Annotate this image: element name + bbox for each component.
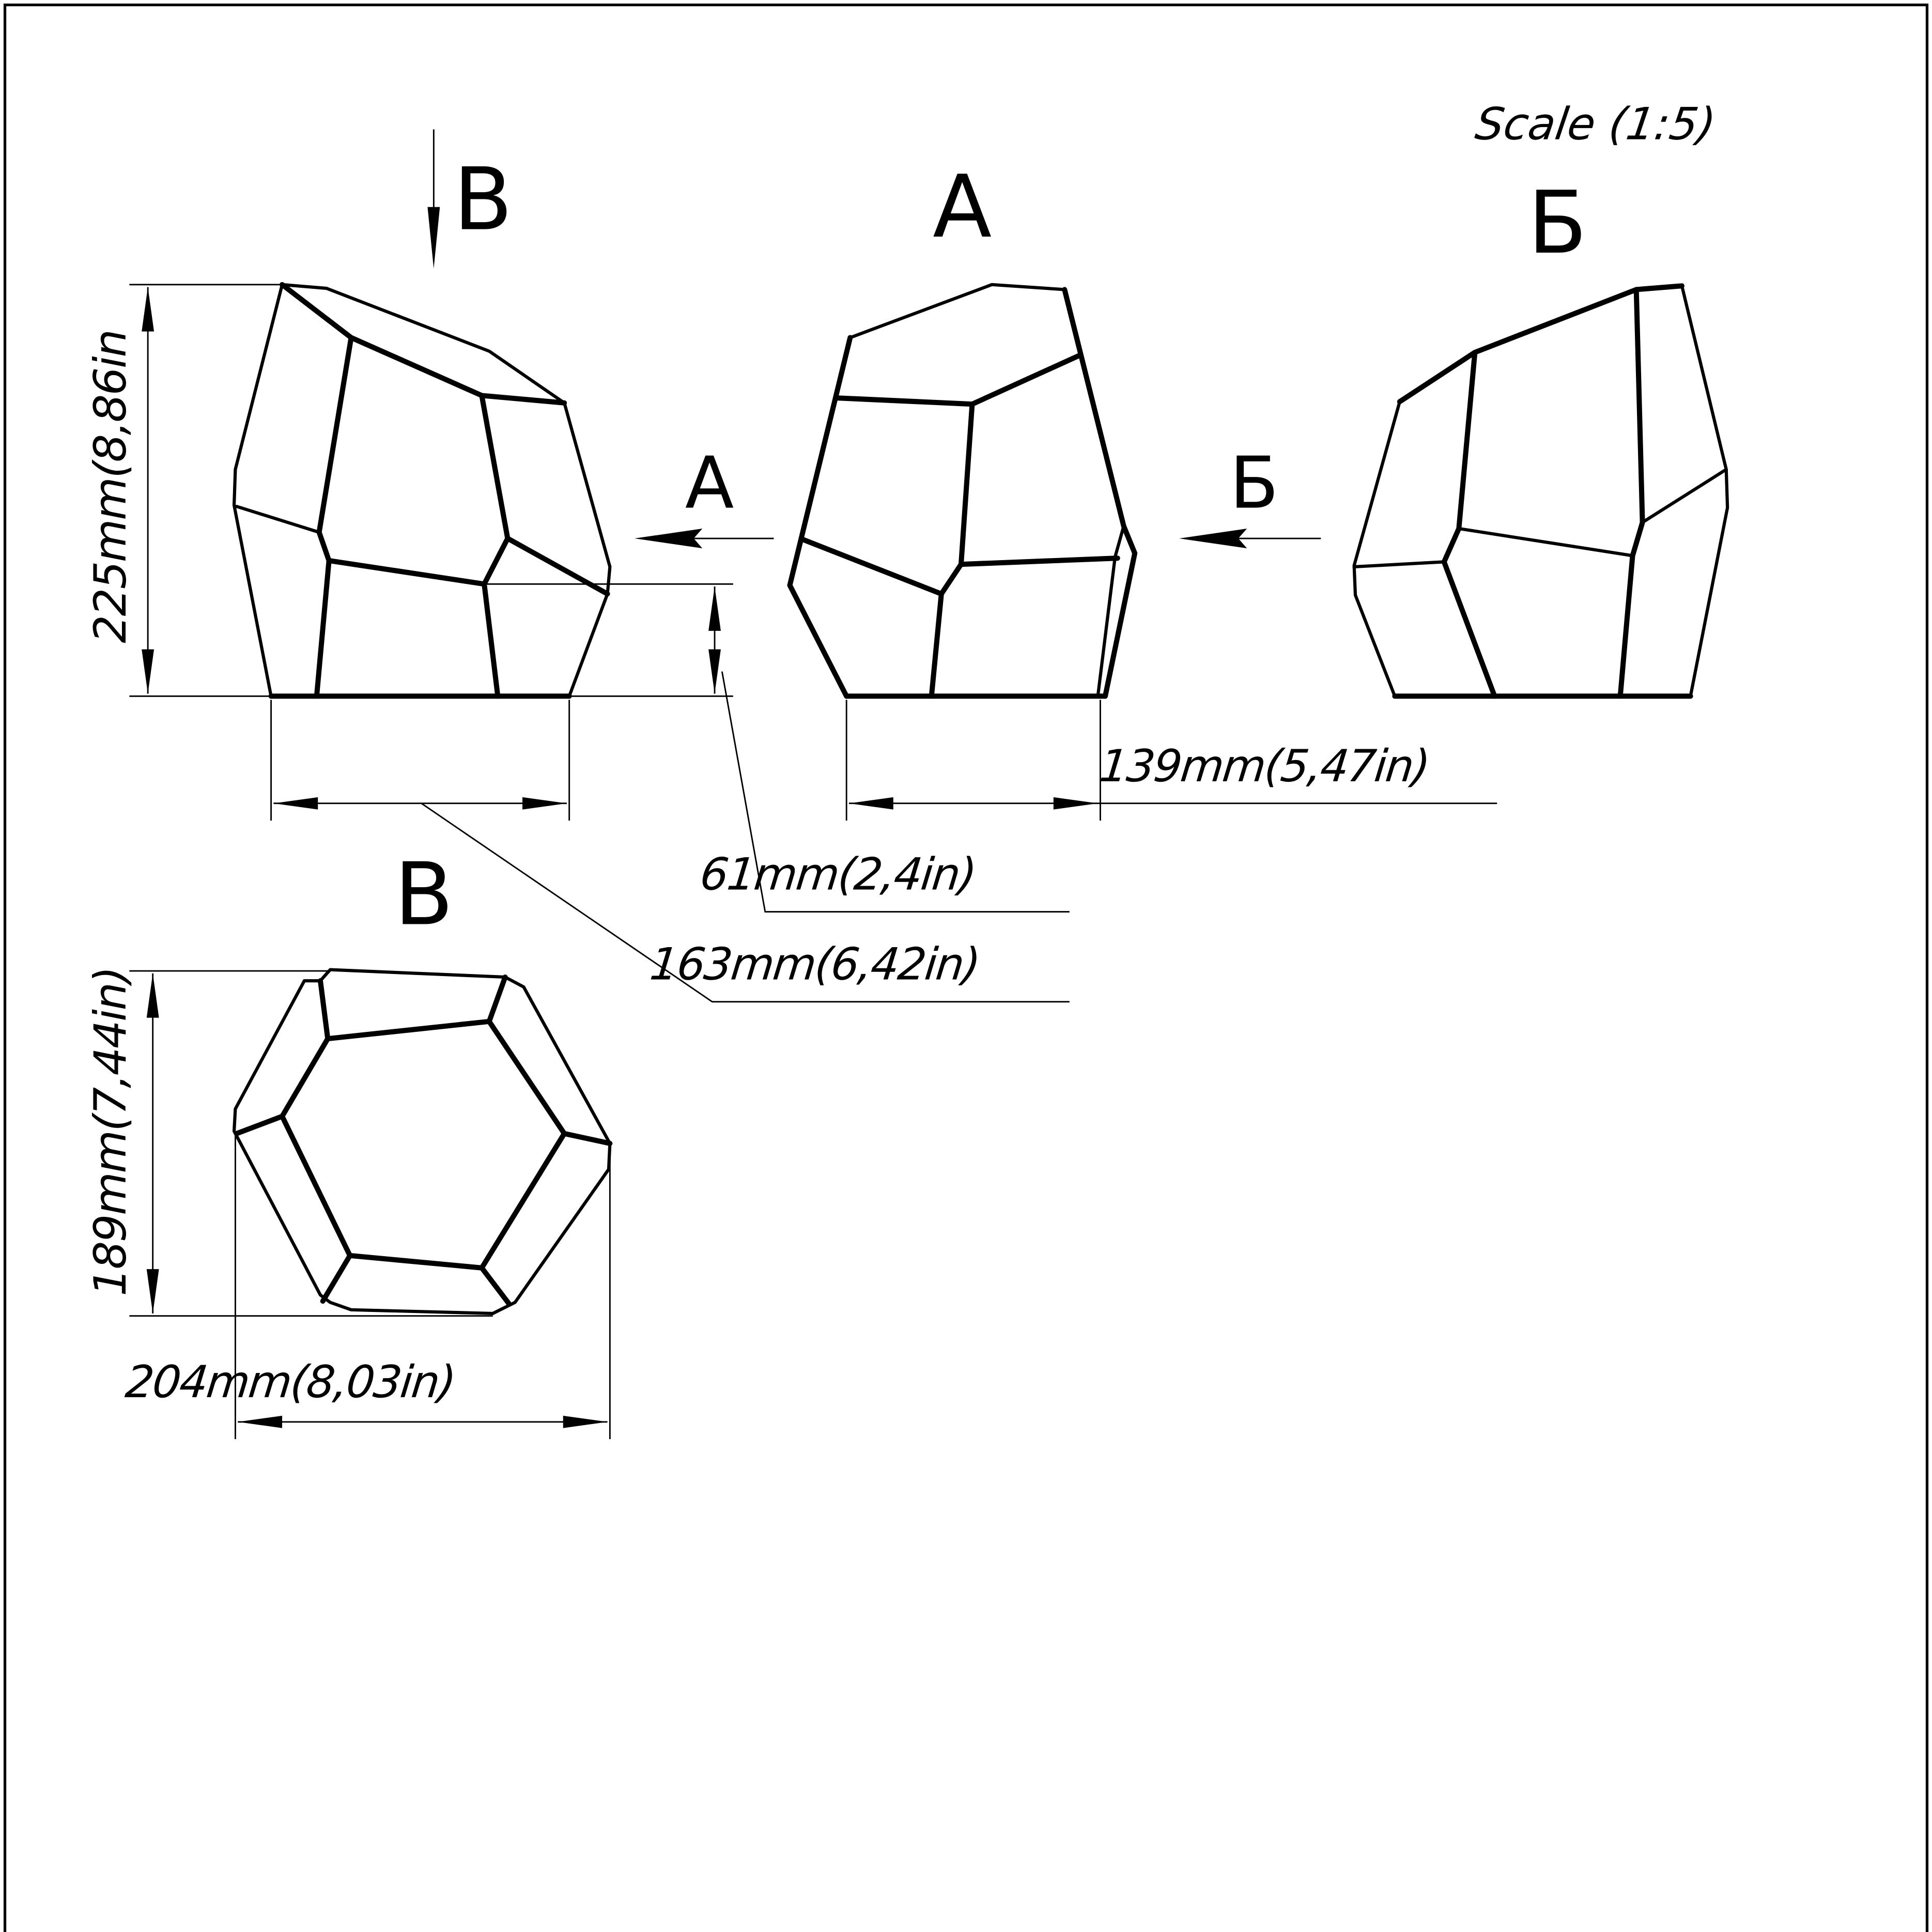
width-leader-line bbox=[421, 802, 1070, 1003]
side-b-edge-middle bbox=[1457, 527, 1634, 558]
side-view-a-title: A bbox=[933, 157, 992, 257]
front-edge-right-diagonal bbox=[505, 536, 610, 597]
front-edge-left-horizontal bbox=[235, 504, 321, 534]
height-arrow-bottom bbox=[142, 649, 154, 694]
front-outline-top bbox=[280, 283, 612, 698]
side-view-b-cyr: Б bbox=[1352, 173, 1729, 699]
view-arrow-b-head bbox=[427, 207, 440, 269]
view-arrow-b-cyr-label: Б bbox=[1230, 441, 1279, 524]
side-b-outline-left bbox=[1352, 400, 1401, 698]
plan-width-label: 204mm(8,03in) bbox=[123, 1356, 457, 1408]
view-arrow-b-label: B bbox=[454, 150, 513, 250]
plan-width-arrow-right bbox=[563, 1415, 608, 1428]
side-b-edge-right-vertical bbox=[1617, 287, 1645, 699]
side-a-arrow-right bbox=[1053, 797, 1098, 810]
front-outline-left bbox=[232, 283, 284, 698]
plan-edge-3 bbox=[562, 1131, 613, 1146]
side-b-outline-right bbox=[1680, 284, 1729, 698]
side-b-edge-lower-left bbox=[1352, 560, 1446, 569]
width-arrow-right bbox=[522, 797, 567, 810]
plan-view-title: B bbox=[394, 844, 454, 945]
plan-view-v: B 189mm(7,44in) 204mm(8,03in) bbox=[85, 844, 613, 1440]
front-view: B 225mm(8,86in 61mm(2,4in) 16 bbox=[85, 129, 1070, 1003]
plan-edge-1 bbox=[317, 978, 331, 1042]
plan-inner-hexagon bbox=[280, 1018, 567, 1271]
height-dimension-label: 225mm(8,86in bbox=[85, 330, 136, 643]
side-a-outline-top bbox=[848, 283, 1067, 339]
side-b-edge-left-vertical bbox=[1441, 349, 1497, 699]
plan-outer-outline bbox=[232, 968, 612, 1316]
front-edge-left-vertical bbox=[314, 335, 354, 699]
front-edge-mid-horizontal bbox=[326, 558, 487, 587]
view-arrow-a-head bbox=[635, 528, 703, 549]
plan-depth-arrow-top bbox=[146, 973, 159, 1018]
front-edge-upper bbox=[280, 282, 567, 406]
view-arrow-b-cyr-head bbox=[1179, 528, 1247, 549]
plan-edge-5 bbox=[320, 1253, 353, 1304]
side-view-a: A 139mm(5,47in) bbox=[787, 157, 1497, 821]
side-a-edge-lower-right bbox=[958, 555, 1120, 567]
view-arrow-a: A bbox=[635, 441, 774, 549]
height-arrow-top bbox=[142, 287, 154, 332]
front-edge-right-vertical bbox=[479, 393, 511, 699]
side-a-edge-vertical bbox=[929, 401, 975, 699]
view-arrow-b-cyr: Б bbox=[1179, 441, 1321, 549]
side-b-edge-upper-right bbox=[1641, 468, 1728, 524]
scale-label: Scale (1:5) bbox=[1472, 99, 1719, 150]
view-arrow-a-label: A bbox=[685, 441, 734, 524]
plan-width-arrow-left bbox=[238, 1415, 283, 1428]
step-arrow-top bbox=[708, 586, 721, 631]
width-arrow-left bbox=[273, 797, 318, 810]
sheet-frame bbox=[3, 3, 1929, 1932]
side-view-b-cyr-title: Б bbox=[1528, 173, 1587, 273]
plan-depth-arrow-bottom bbox=[146, 1269, 159, 1313]
plan-edge-4 bbox=[479, 1265, 512, 1306]
side-a-arrow-left bbox=[848, 797, 893, 810]
side-a-edge-upper-left bbox=[835, 395, 975, 407]
plan-edge-6 bbox=[234, 1114, 285, 1136]
plan-depth-label: 189mm(7,44in) bbox=[85, 967, 136, 1296]
plan-edge-2 bbox=[486, 974, 508, 1024]
side-a-dimension-label: 139mm(5,47in) bbox=[1097, 740, 1431, 792]
step-leader-line bbox=[721, 671, 1070, 913]
side-b-outline-top bbox=[1397, 283, 1684, 405]
step-arrow-bottom bbox=[708, 649, 721, 694]
step-dimension-label: 61mm(2,4in) bbox=[698, 849, 978, 901]
side-a-outline-left bbox=[787, 335, 853, 699]
side-a-edge-lower-left bbox=[800, 537, 944, 597]
width-dimension-label: 163mm(6,42in) bbox=[647, 939, 982, 991]
side-a-edge-upper-right bbox=[969, 352, 1084, 407]
side-a-outline-right bbox=[1062, 287, 1138, 699]
